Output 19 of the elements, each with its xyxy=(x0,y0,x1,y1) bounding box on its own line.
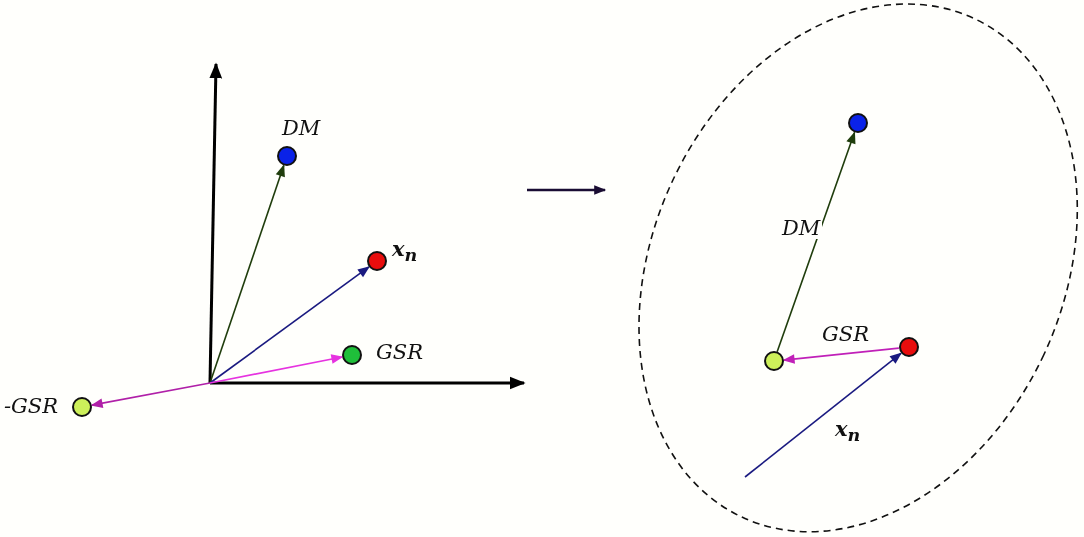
point-marker xyxy=(277,146,297,166)
point-marker xyxy=(847,113,868,134)
point-label: -GSR xyxy=(4,396,59,417)
vector-arrow xyxy=(209,266,370,384)
vector-arrow xyxy=(90,382,211,408)
point-label: x$_{n}$ xyxy=(392,238,418,265)
point-marker xyxy=(898,337,919,358)
vector-arrow xyxy=(776,131,856,353)
edge-label: DM xyxy=(780,218,823,239)
point-marker xyxy=(72,397,92,417)
point-label: DM xyxy=(282,118,321,139)
point-marker xyxy=(763,351,784,372)
vector-arrow xyxy=(744,352,902,478)
point-marker xyxy=(342,345,362,365)
point-label: GSR xyxy=(376,342,423,363)
vector-arrow xyxy=(209,164,285,384)
vector-arrow xyxy=(209,354,344,384)
vector-arrow xyxy=(782,347,900,364)
point-marker xyxy=(367,251,387,271)
